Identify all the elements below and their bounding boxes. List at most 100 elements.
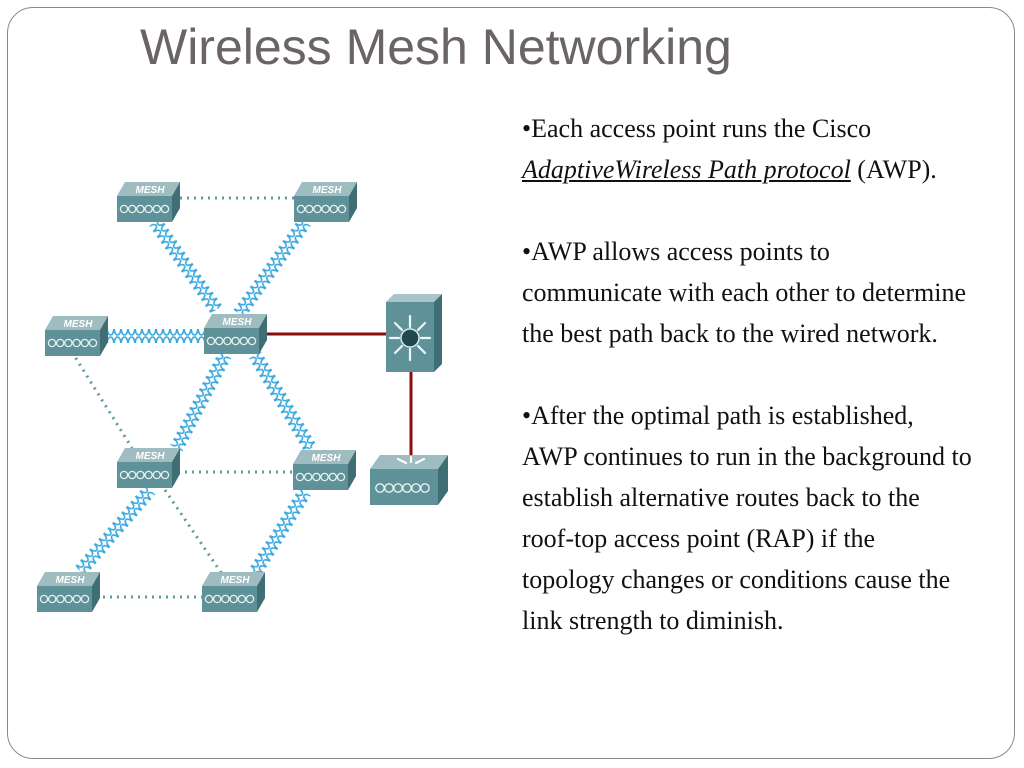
wireless-link-2 [233,217,311,318]
mesh-node-side [100,316,108,356]
mesh-node-top [202,572,265,586]
mesh-node-top [117,182,180,196]
wireless-link-1 [149,217,223,314]
mesh-node-port [39,594,49,604]
mesh-node-port [88,338,98,348]
mesh-node-port [223,336,232,346]
mesh-node-top [37,572,100,586]
mesh-node-port [312,472,321,482]
access-point-icon [370,455,448,505]
mesh-node-port [136,204,145,214]
wireless-link-7 [248,488,311,577]
mesh-access-point-icon: MESH [204,314,267,354]
mesh-node-port [160,470,170,480]
mesh-node-port [221,594,230,604]
mesh-node-label: MESH [223,317,253,328]
mesh-node-port [337,204,347,214]
mesh-node-port [321,204,330,214]
mesh-node-label: MESH [221,575,251,586]
mesh-node-port [212,594,222,604]
mesh-node-port [247,336,257,346]
mesh-node-port [239,336,249,346]
mesh-node-port [231,336,240,346]
mesh-node-top [204,314,267,328]
mesh-node-top [294,182,357,196]
wireless-link-4 [170,351,232,452]
mesh-node-side [172,448,180,488]
wired-links [265,332,413,458]
bullet-text: After the optimal path is established, A… [522,401,972,635]
mesh-node-top [117,448,180,462]
mesh-node-port [303,472,313,482]
mesh-node-side [259,314,267,354]
bullet-list: •Each access point runs the Cisco Adapti… [522,108,972,641]
mesh-node-port [80,338,90,348]
mesh-node-port [47,594,57,604]
slide-title: Wireless Mesh Networking [140,19,732,75]
mesh-node-label: MESH [312,453,342,464]
mesh-node-label: MESH [136,451,166,462]
bullet-text: (AWP). [850,155,937,184]
mesh-node-port [47,338,57,348]
mesh-nodes: MESH MESH MESH MESH MESH MESH MESH MESH [37,182,357,612]
mesh-node-port [304,204,314,214]
mesh-node-port [152,470,162,480]
mesh-node-port [160,204,170,214]
mesh-node-port [152,204,162,214]
mesh-node-port [144,470,153,480]
bullet-text: Each access point runs the Cisco [531,114,872,143]
mesh-node-port [328,472,338,482]
mesh-node-port [64,594,73,604]
awp-protocol-link[interactable]: AdaptiveWireless Path protocol [522,155,851,184]
mesh-node-label: MESH [313,185,343,196]
mesh-node-label: MESH [136,185,166,196]
mesh-node-port [119,204,129,214]
mesh-node-port [55,338,65,348]
mesh-node-side [349,182,357,222]
mesh-node-port [237,594,247,604]
mesh-node-top [293,450,356,464]
mesh-node-port [204,594,214,604]
switch-icon [386,294,442,372]
dotted-link-left-diag [70,351,134,449]
mesh-node-side [348,450,356,490]
mesh-node-port [329,204,339,214]
mesh-node-port [313,204,322,214]
mesh-access-point-icon: MESH [294,182,357,222]
mesh-node-port [80,594,90,604]
mesh-node-port [72,338,81,348]
mesh-node-port [245,594,255,604]
bullet-marker: • [522,237,532,266]
bullet-marker: • [522,114,532,143]
mesh-node-side [172,182,180,222]
bullet-item-awp-communication: •AWP allows access points to communicate… [522,231,972,354]
mesh-node-port [64,338,73,348]
mesh-node-side [257,572,265,612]
mesh-node-port [144,204,153,214]
bullet-marker: • [522,401,532,430]
mesh-node-port [214,336,224,346]
mesh-node-port [72,594,82,604]
mesh-node-port [320,472,329,482]
dotted-link-lower-diag [163,489,224,575]
mesh-access-point-icon: MESH [117,448,180,488]
mesh-access-point-icon: MESH [37,572,100,612]
wireless-links [74,217,317,577]
mesh-node-port [56,594,65,604]
mesh-access-point-icon: MESH [202,572,265,612]
bullet-item-awp-protocol: •Each access point runs the Cisco Adapti… [522,108,972,190]
mesh-access-point-icon: MESH [45,316,108,356]
mesh-node-port [136,470,145,480]
mesh-node-label: MESH [64,319,94,330]
mesh-node-port [295,472,305,482]
wireless-link-6 [74,485,156,576]
mesh-node-port [119,470,129,480]
mesh-node-top [45,316,108,330]
potential-links [70,196,300,599]
wireless-link-3 [100,329,206,343]
bullet-item-alternative-routes: •After the optimal path is established, … [522,395,972,641]
mesh-node-port [127,470,137,480]
mesh-node-port [127,204,137,214]
mesh-node-label: MESH [56,575,86,586]
